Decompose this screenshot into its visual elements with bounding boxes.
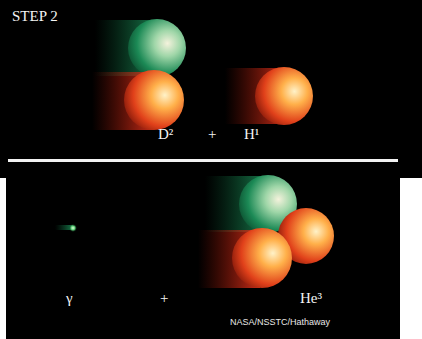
particle-label: He³ [300,290,322,307]
proton-sphere [232,228,292,288]
neutron-sphere [128,19,186,77]
particle-label: H¹ [244,126,259,143]
particle-label: D² [158,126,173,143]
upper-background [0,0,422,178]
lower-background [6,177,400,339]
divider-line [8,159,398,162]
step-title: STEP 2 [12,8,58,25]
credit-watermark: NASA/NSSTC/Hathaway [230,318,330,328]
gamma-photon [69,224,77,232]
proton-sphere [124,70,184,130]
proton-sphere [255,67,313,125]
particle-label: γ [66,290,73,307]
plus-sign: + [208,126,216,143]
plus-sign: + [160,290,168,307]
